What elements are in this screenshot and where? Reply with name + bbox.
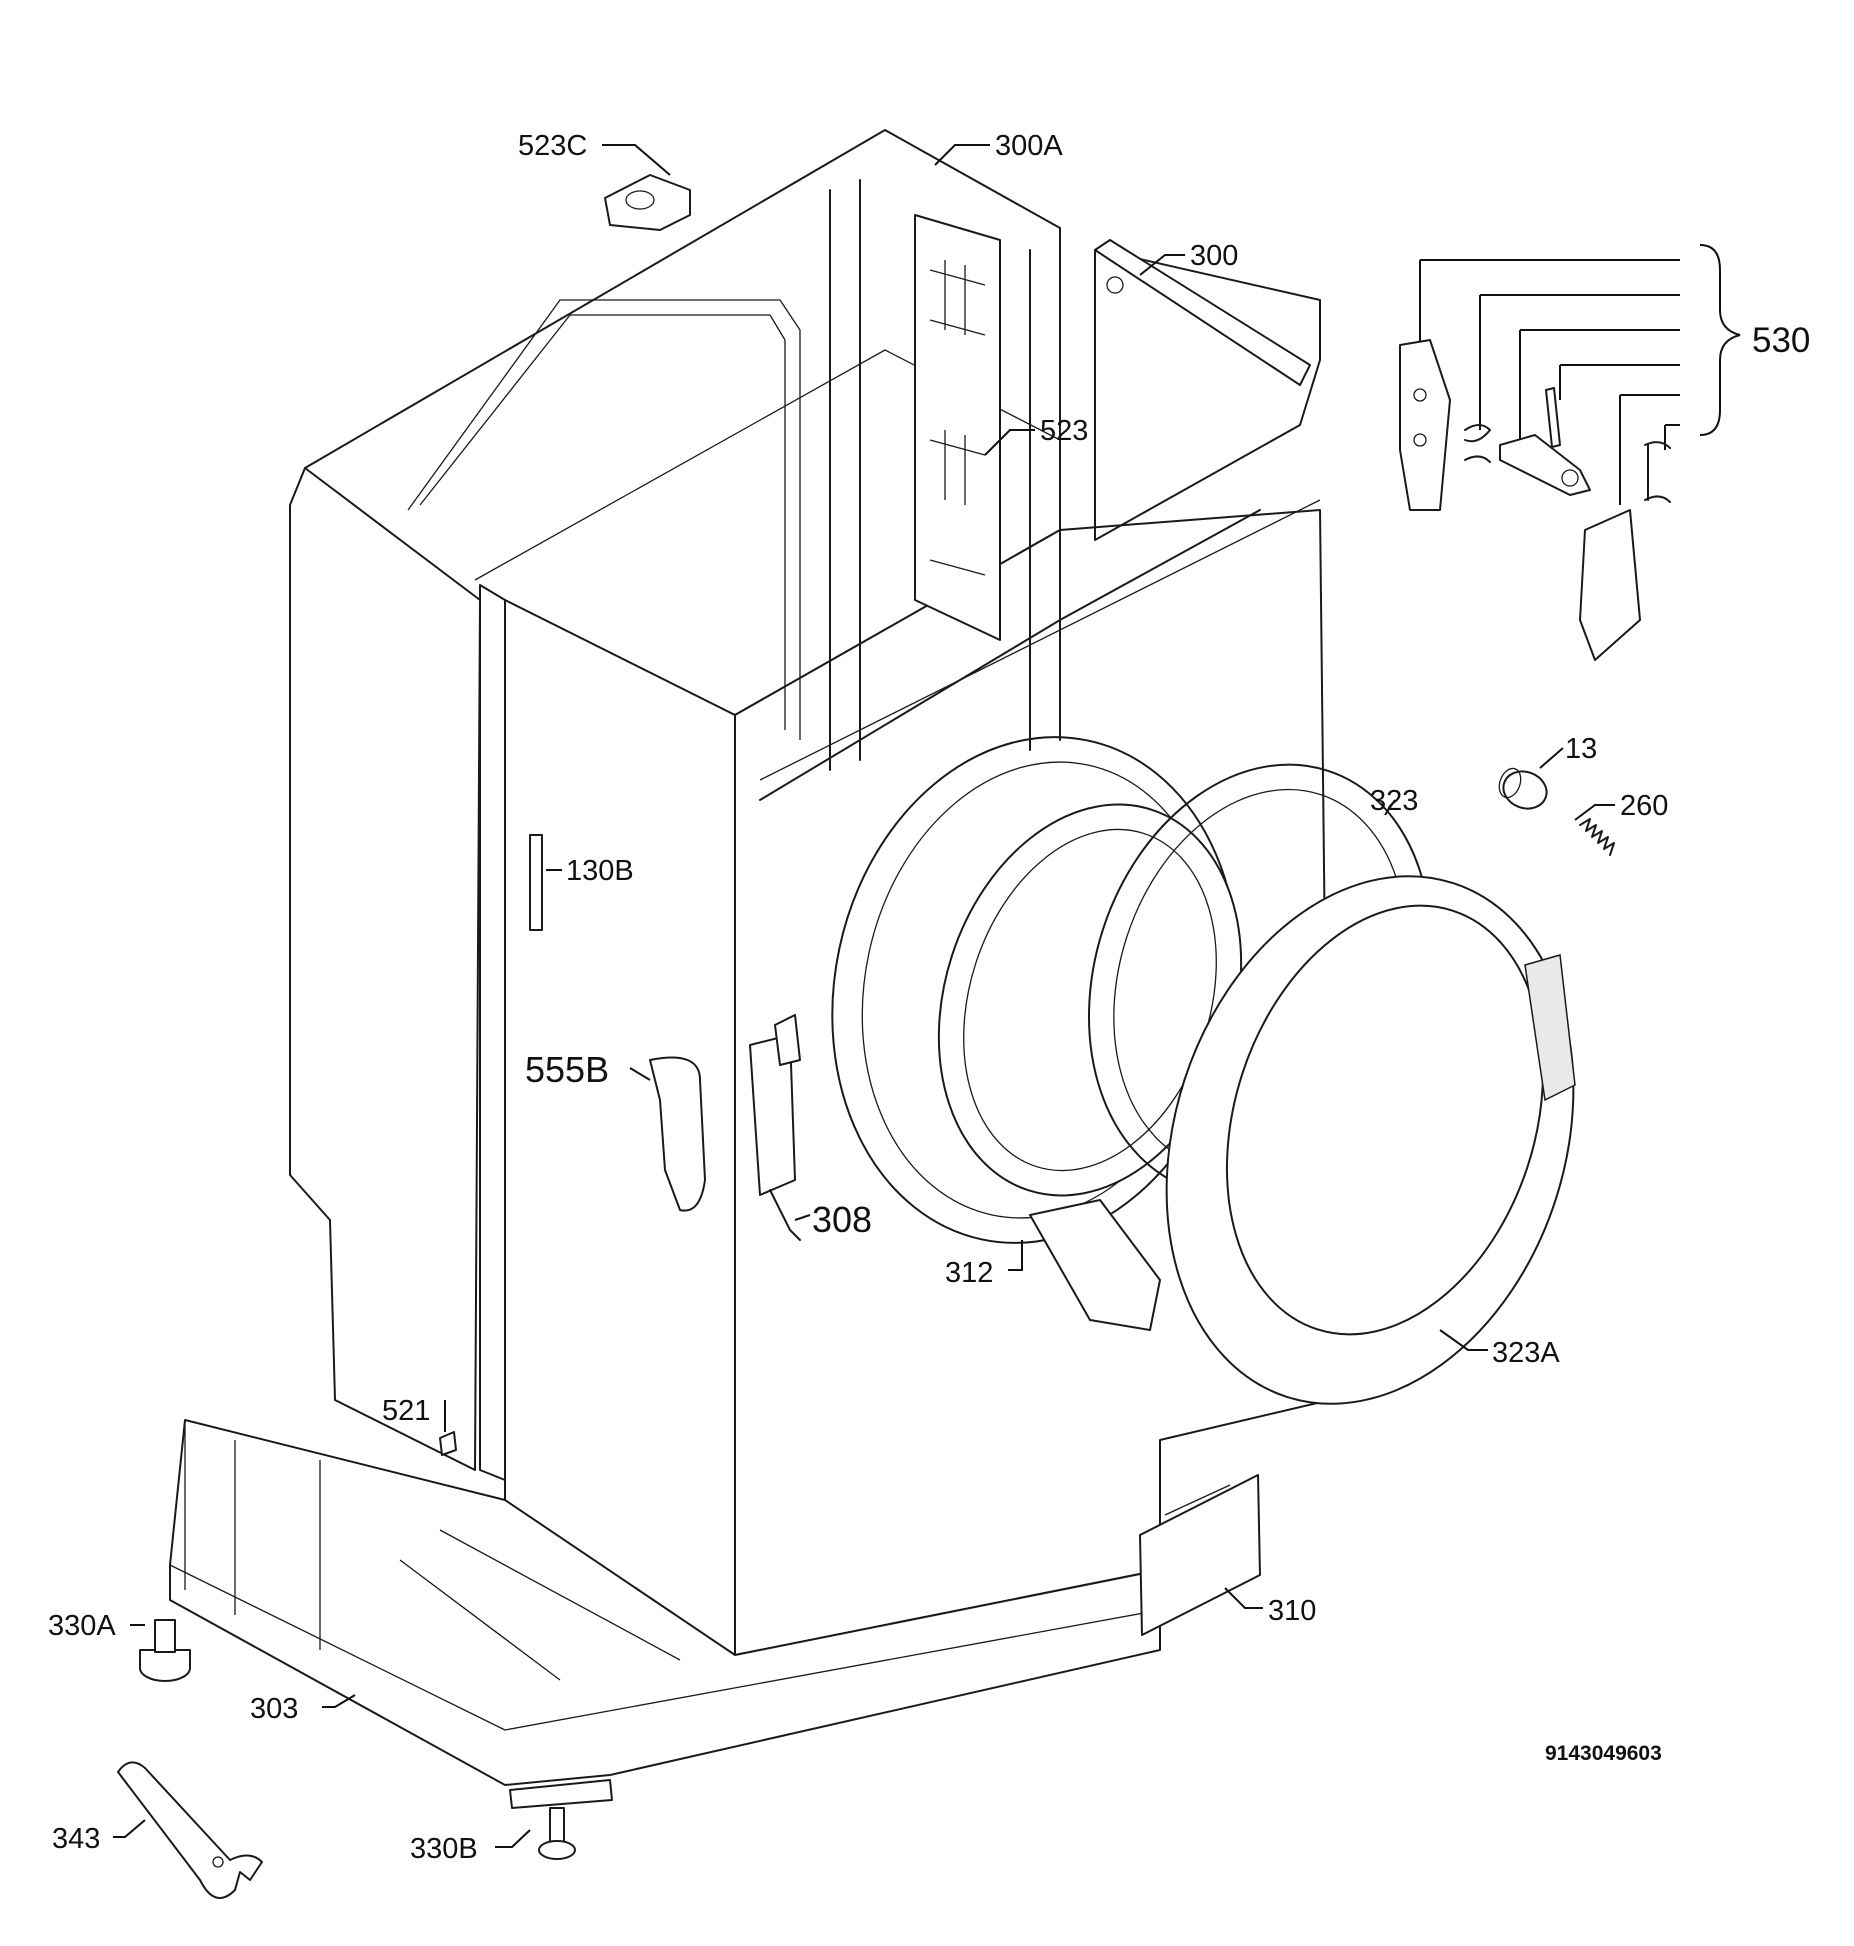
label-300A: 300A: [995, 130, 1063, 162]
label-330B: 330B: [410, 1833, 478, 1865]
part-308-door-lock: [749, 1014, 801, 1241]
label-310: 310: [1268, 1595, 1316, 1627]
callout-labels: 523C 300A 300 530 523 13 260 323 130B 55…: [48, 130, 1810, 1865]
part-530-hinge-set: [1399, 244, 1741, 661]
label-523C: 523C: [518, 130, 587, 162]
part-330A-foot: [139, 1619, 191, 1682]
label-530: 530: [1752, 321, 1810, 360]
part-260-spring: [1579, 818, 1615, 856]
label-555B: 555B: [525, 1049, 609, 1090]
part-521-screw: [439, 1431, 457, 1456]
part-300-bracket: [1094, 239, 1311, 386]
leader-lines: [113, 144, 1615, 1848]
label-323: 323: [1370, 785, 1418, 817]
label-343: 343: [52, 1823, 100, 1855]
part-130B-strip: [529, 834, 543, 931]
part-310-service-flap: [1139, 1474, 1261, 1636]
label-300: 300: [1190, 240, 1238, 272]
label-303: 303: [250, 1693, 298, 1725]
part-330B-foot: [509, 1779, 613, 1860]
cabinet: [289, 129, 1331, 1656]
part-343-wrench: [117, 1761, 263, 1899]
part-323A-door-frame: [1165, 875, 1576, 1405]
label-312: 312: [945, 1257, 993, 1289]
part-523-rear-grille: [914, 214, 1001, 641]
part-555B-cover: [649, 1056, 706, 1212]
label-130B: 130B: [566, 855, 634, 887]
label-260: 260: [1620, 790, 1668, 822]
label-523: 523: [1040, 415, 1088, 447]
label-521: 521: [382, 1395, 430, 1427]
label-13: 13: [1565, 733, 1597, 765]
label-330A: 330A: [48, 1610, 116, 1642]
part-13-bushing: [1498, 767, 1548, 810]
drawing-number: 9143049603: [1545, 1742, 1662, 1765]
label-323A: 323A: [1492, 1337, 1560, 1369]
label-308: 308: [812, 1199, 872, 1240]
part-523C-clip: [604, 174, 691, 231]
